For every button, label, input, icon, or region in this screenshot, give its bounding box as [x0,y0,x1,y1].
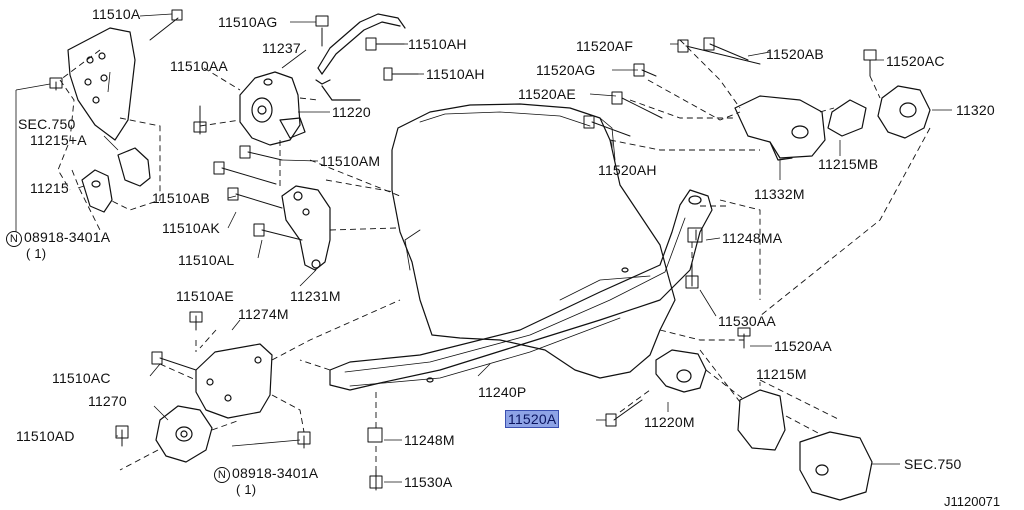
label-11215-plus-a[interactable]: 11215+A [30,132,87,148]
label-11520ah[interactable]: 11520AH [598,162,657,178]
insulator-11215 [81,169,113,213]
insulator-11220 [239,71,301,146]
label-11510ag[interactable]: 11510AG [218,14,278,30]
label-11270[interactable]: 11270 [88,393,127,409]
label-11215[interactable]: 11215 [30,180,69,196]
label-11530a[interactable]: 11530A [404,474,453,490]
insulator-11320 [877,85,931,139]
insulator-11270 [155,405,213,463]
label-11510ak[interactable]: 11510AK [162,220,220,236]
label-11520a-selected[interactable]: 11520A [505,410,560,428]
bolt-bottom-qty: ( 1) [236,482,257,497]
label-11510ah-1[interactable]: 11510AH [408,36,467,52]
label-11520ag[interactable]: 11520AG [536,62,596,78]
label-11520ab[interactable]: 11520AB [766,46,824,62]
bracket-sec750-bottom [799,431,873,501]
label-11510ad[interactable]: 11510AD [16,428,75,444]
insulator-11220m [655,349,707,393]
label-11240p[interactable]: 11240P [478,384,527,400]
label-11520aa[interactable]: 11520AA [774,338,832,354]
insulator-11215mb [827,99,867,137]
bolt-left-qty: ( 1) [26,246,47,261]
insulator-11215m [737,389,786,451]
bolt-left-part-number: 08918-3401A [24,229,111,245]
bolt-bottom-part-number: 08918-3401A [232,465,319,481]
label-11510a[interactable]: 11510A [92,6,141,22]
label-11510aa[interactable]: 11510AA [170,58,228,74]
crossmember-11240p [329,189,713,391]
label-11237[interactable]: 11237 [262,40,301,56]
bolts [49,9,877,491]
bracket-11332m [734,95,826,159]
n-circle-mark: N [6,231,22,247]
label-11520af[interactable]: 11520AF [576,38,634,54]
label-11248ma[interactable]: 11248MA [722,230,783,246]
bracket-11274m [195,343,273,419]
insulator-11215a [117,147,151,187]
label-11320[interactable]: 11320 [956,102,995,118]
label-11530aa[interactable]: 11530AA [718,313,776,329]
label-sec750-top[interactable]: SEC.750 [18,116,76,132]
label-11510ab[interactable]: 11510AB [152,190,210,206]
label-11510am[interactable]: 11510AM [320,153,381,169]
figure-id: J1120071 [944,494,1001,509]
label-11520ae[interactable]: 11520AE [518,86,576,102]
label-11274m[interactable]: 11274M [238,306,289,322]
label-11510ah-2[interactable]: 11510AH [426,66,485,82]
label-11220[interactable]: 11220 [332,104,371,120]
label-11215m[interactable]: 11215M [756,366,807,382]
bracket-11231m [281,185,331,271]
label-11510ae[interactable]: 11510AE [176,288,234,304]
label-11332m[interactable]: 11332M [754,186,805,202]
rod-11237 [317,13,406,69]
bracket-sec750 [67,27,136,141]
label-11510ac[interactable]: 11510AC [52,370,111,386]
label-11510al[interactable]: 11510AL [178,252,235,268]
n-circle-mark-bottom: N [214,467,230,483]
label-11220m[interactable]: 11220M [644,414,695,430]
label-sec750-bottom[interactable]: SEC.750 [904,456,962,472]
label-11231m[interactable]: 11231M [290,288,341,304]
label-11215mb[interactable]: 11215MB [818,156,879,172]
label-11248m[interactable]: 11248M [404,432,455,448]
label-11520ac[interactable]: 11520AC [886,53,945,69]
engine-block [391,103,676,379]
